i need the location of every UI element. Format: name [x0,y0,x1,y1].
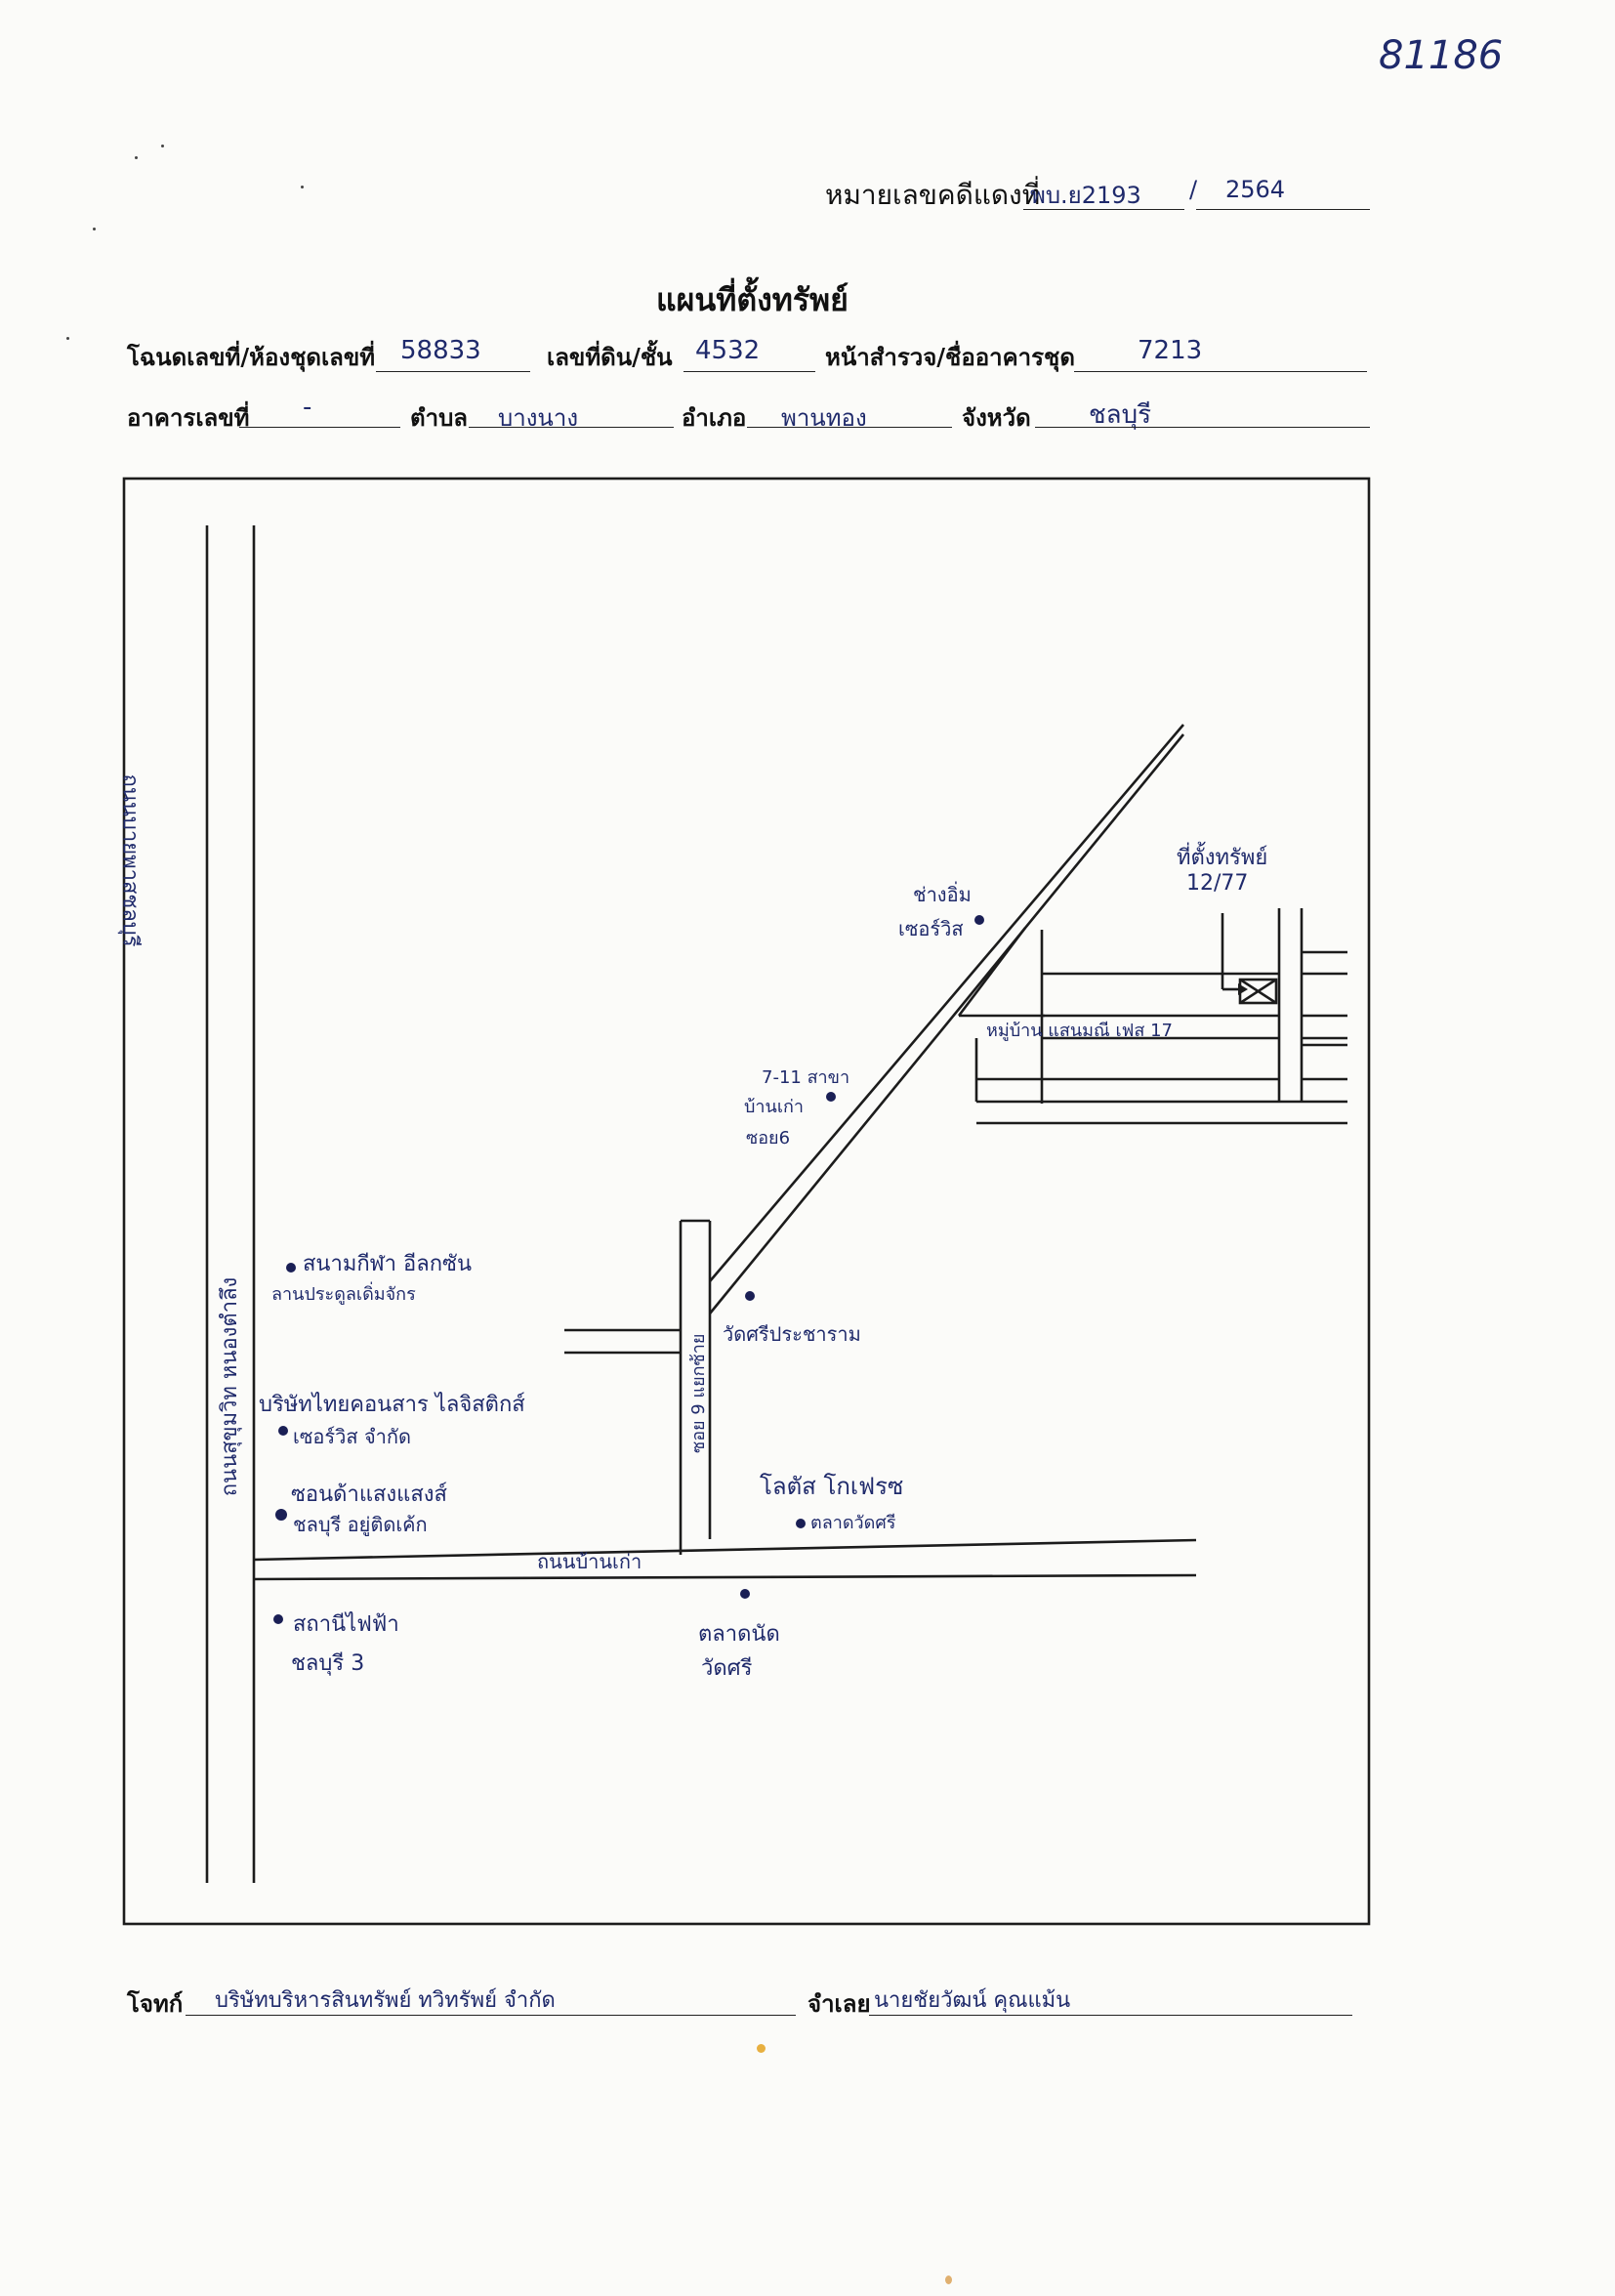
district-label: อำเภอ [682,398,746,437]
building-value: - [303,393,312,422]
landmark-dot-711 [826,1092,836,1102]
deed-value-underline [376,371,530,372]
landmark-dot-changim [974,915,984,925]
landmark-market-1: ตลาดนัด [698,1622,780,1647]
province-label: จังหวัด [962,398,1031,437]
road-bottom-line-1 [253,1538,1197,1562]
scan-speck [66,337,69,340]
landmark-company-2: เซอร์วิส จำกัด [293,1425,412,1448]
landmark-temple: วัดศรีประชาราม [723,1322,861,1346]
defendant-underline [869,2015,1352,2016]
plaintiff-value: บริษัทบริหารสินทรัพย์ ทวิทรัพย์ จำกัด [215,1988,556,2013]
land-no-label-text: เลขที่ดิน/ชั้น [547,343,673,371]
map-frame [122,477,1371,1926]
property-label-1: ที่ตั้งทรัพย์ [1177,846,1268,870]
survey-value: 7213 [1138,336,1203,365]
landmark-711-3: ซอย6 [746,1128,791,1148]
landmark-711-2: บ้านเก่า [744,1097,804,1117]
deed-label: โฉนดเลขที่/ห้องชุดเลขที่ [127,338,375,376]
plaintiff-underline [186,2015,796,2016]
soi-vertical-label: ซอย 9 แยกซ้าย [688,1333,709,1453]
red-case-separator: / [1189,176,1198,203]
subdistrict-label-text: ตำบล [410,403,469,432]
property-label-2: 12/77 [1186,871,1249,896]
landmark-dot-market [740,1589,750,1599]
file-number: 81186 [1379,33,1504,78]
landmark-711-1: 7-11 สาขา [762,1067,850,1088]
plaintiff-label: โจทก์ [127,1989,184,2018]
land-no-label: เลขที่ดิน/ชั้น [547,338,673,376]
landmark-changim-1: ช่างอิ่ม [913,883,972,906]
red-case-number-underline [1023,209,1184,210]
landmark-saensuk-1: ซอนด้าแสงแสงส์ [291,1482,447,1507]
building-value-underline [239,427,400,428]
district-label-text: อำเภอ [682,403,747,432]
property-arrow-tip [1238,983,1248,995]
landmark-dot-saensuk [275,1509,287,1521]
landmark-dot-stadium [286,1263,296,1273]
landmark-changim-2: เซอร์วิส [898,917,964,940]
subdistrict-value-underline [469,427,674,428]
road-left-top-label: ถนนบายพาสชลบุรี [117,773,143,947]
scan-speck [945,2275,952,2284]
diagonal-road-1 [709,724,1184,1282]
deed-label-text: โฉนดเลขที่/ห้องชุดเลขที่ [127,343,376,371]
landmark-saensuk-2: ชลบุรี อยู่ติดเค้ก [293,1513,428,1536]
triangle-side [957,927,1027,1017]
land-no-value: 4532 [695,336,761,365]
defendant-value: นายชัยวัฒน์ คุณแม้น [874,1988,1071,2013]
building-label-text: อาคารเลขที่ [127,403,250,432]
landmark-market-2: วัดศรี [701,1656,753,1681]
survey-label-text: หน้าสำรวจ/ชื่ออาคารชุด [825,343,1075,371]
landmark-stadium-1: สนามกีฬา อีลกซัน [303,1252,473,1276]
subdistrict-label: ตำบล [410,398,468,437]
district-value-underline [747,427,952,428]
province-label-text: จังหวัด [962,403,1031,432]
survey-value-underline [1074,371,1367,372]
landmark-lotus-1: โลตัส โกเฟรซ [760,1473,904,1500]
province-value-underline [1035,427,1370,428]
road-left-bottom-label: ถนนสุขุมวิท หนองตำลึง [218,1276,242,1497]
defendant-label: จำเลย [808,1989,871,2018]
property-marker-x2 [1239,978,1277,1005]
scan-speck [161,145,164,147]
scan-speck [93,228,96,230]
scan-speck [301,186,304,188]
red-case-year: 2564 [1225,176,1286,203]
landmark-dot-power [273,1614,283,1624]
red-case-year-underline [1196,209,1370,210]
red-case-label: หมายเลขคดีแดงที่ [825,179,1041,211]
landmark-company-1: บริษัทไทยคอนสาร ไลจิสติกส์ [259,1393,525,1417]
landmark-stadium-2: ลานประดูลเดิ่มจักร [271,1284,416,1305]
landmark-dot-company [278,1426,288,1436]
landmark-lotus-2: ตลาดวัดศรี [810,1513,896,1533]
road-bottom-label: ถนนบ้านเก่า [537,1550,642,1573]
diagonal-road-2 [708,733,1185,1315]
red-case-number: พบ.ย2193 [1030,182,1141,209]
landmark-power-2: ชลบุรี 3 [291,1651,365,1676]
scan-speck [135,156,138,159]
province-value: ชลบุรี [1089,400,1152,430]
village-label: หมู่บ้าน แสนมณี เฟส 17 [986,1021,1173,1041]
page-title: แผนที่ตั้งทรัพย์ [656,281,849,318]
scan-speck [757,2044,766,2053]
deed-value: 58833 [400,336,481,365]
landmark-power-1: สถานีไฟฟ้า [293,1612,399,1637]
road-bottom-line-2 [253,1573,1197,1581]
land-no-value-underline [683,371,815,372]
landmark-dot-lotus [796,1519,806,1528]
building-label: อาคารเลขที่ [127,398,249,437]
survey-label: หน้าสำรวจ/ชื่ออาคารชุด [825,338,1075,376]
landmark-dot-temple [745,1291,755,1301]
